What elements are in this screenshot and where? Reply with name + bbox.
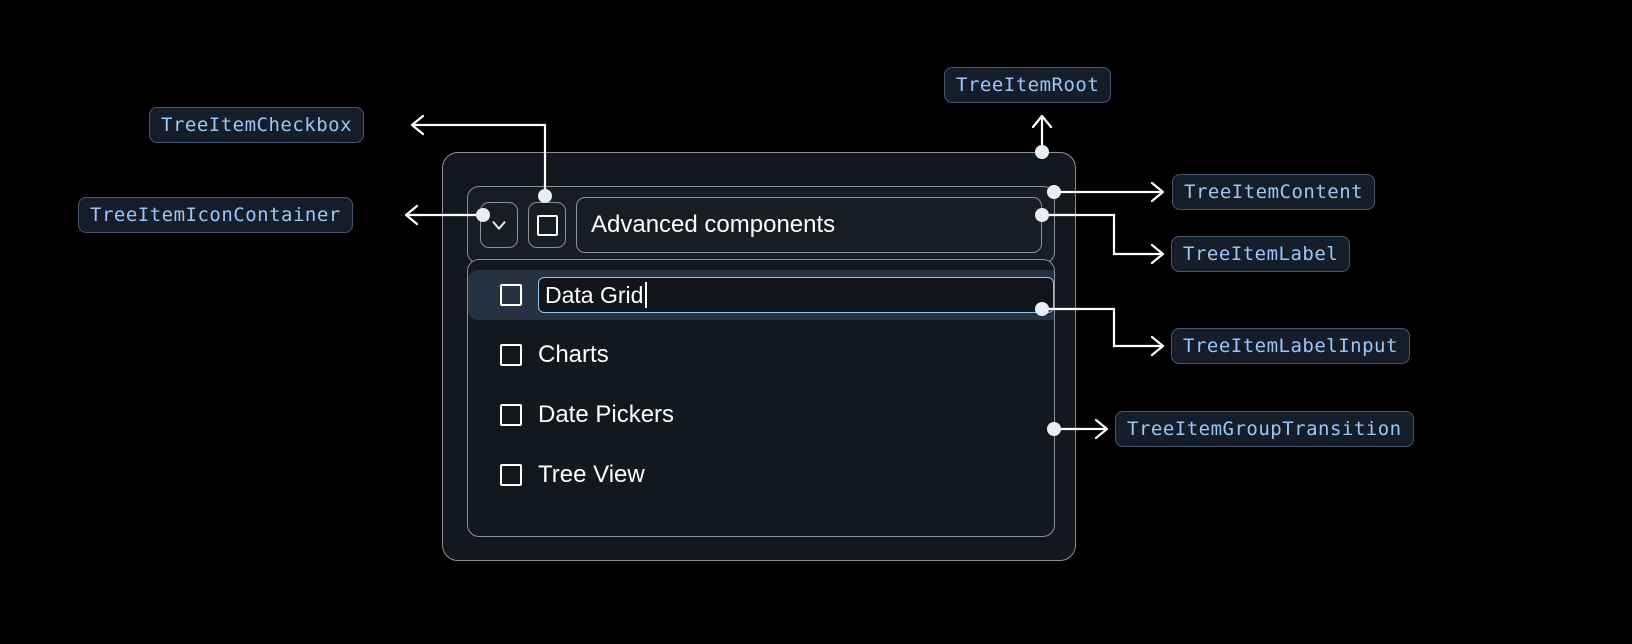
arrowhead-tree-item-checkbox [410,114,425,136]
tree-item-row-charts[interactable]: Charts [468,330,1054,380]
annotation-tree-item-icon-container: TreeItemIconContainer [78,197,353,233]
tree-item-row-tree-view[interactable]: Tree View [468,450,1054,500]
arrowhead-tree-item-group-transition [1094,418,1109,440]
annotation-label: TreeItemRoot [956,73,1100,96]
chevron-down-icon [488,214,510,236]
tree-item-checkbox[interactable] [528,202,566,248]
tree-item-row-data-grid[interactable]: Data Grid [468,270,1054,320]
arrowhead-tree-item-content [1150,181,1165,203]
annotation-label: TreeItemLabelInput [1183,334,1398,357]
annotation-tree-item-root: TreeItemRoot [944,67,1112,103]
tree-item-content[interactable]: Advanced components [467,186,1055,264]
text-caret [645,282,647,308]
annotation-label: TreeItemIconContainer [90,203,341,226]
tree-item-row-date-pickers[interactable]: Date Pickers [468,390,1054,440]
annotation-label: TreeItemLabel [1183,242,1339,265]
annotation-label: TreeItemCheckbox [161,113,353,136]
tree-item-label: Tree View [538,461,645,488]
tree-item-label-text: Advanced components [591,211,836,238]
arrowhead-tree-item-label-input [1150,335,1165,357]
checkbox-unchecked-icon [536,214,558,236]
tree-item-checkbox[interactable] [500,464,522,486]
tree-item-checkbox[interactable] [500,404,522,426]
arrowhead-tree-item-root [1031,114,1053,129]
tree-item-label[interactable]: Advanced components [576,197,1042,253]
tree-item-icon-container[interactable] [480,202,518,248]
tree-item-checkbox[interactable] [500,344,522,366]
annotation-tree-item-group-transition: TreeItemGroupTransition [1115,411,1414,447]
tree-item-label-input[interactable]: Data Grid [538,277,1054,313]
tree-item-root: Advanced components Data Grid Charts Dat… [442,152,1076,561]
arrowhead-tree-item-label [1150,243,1165,265]
annotation-tree-item-label-input: TreeItemLabelInput [1171,328,1410,364]
annotation-tree-item-label: TreeItemLabel [1171,236,1351,272]
tree-item-label-input-value: Data Grid [545,281,644,308]
tree-item-checkbox[interactable] [500,284,522,306]
annotation-label: TreeItemGroupTransition [1127,417,1402,440]
tree-item-group-transition: Data Grid Charts Date Pickers Tree View [467,259,1055,537]
annotation-label: TreeItemContent [1184,180,1364,203]
annotation-tree-item-checkbox: TreeItemCheckbox [149,107,365,143]
arrowhead-tree-item-icon-container [404,204,419,226]
tree-item-label: Charts [538,341,609,368]
annotation-tree-item-content: TreeItemContent [1172,174,1376,210]
tree-item-label: Date Pickers [538,401,675,428]
